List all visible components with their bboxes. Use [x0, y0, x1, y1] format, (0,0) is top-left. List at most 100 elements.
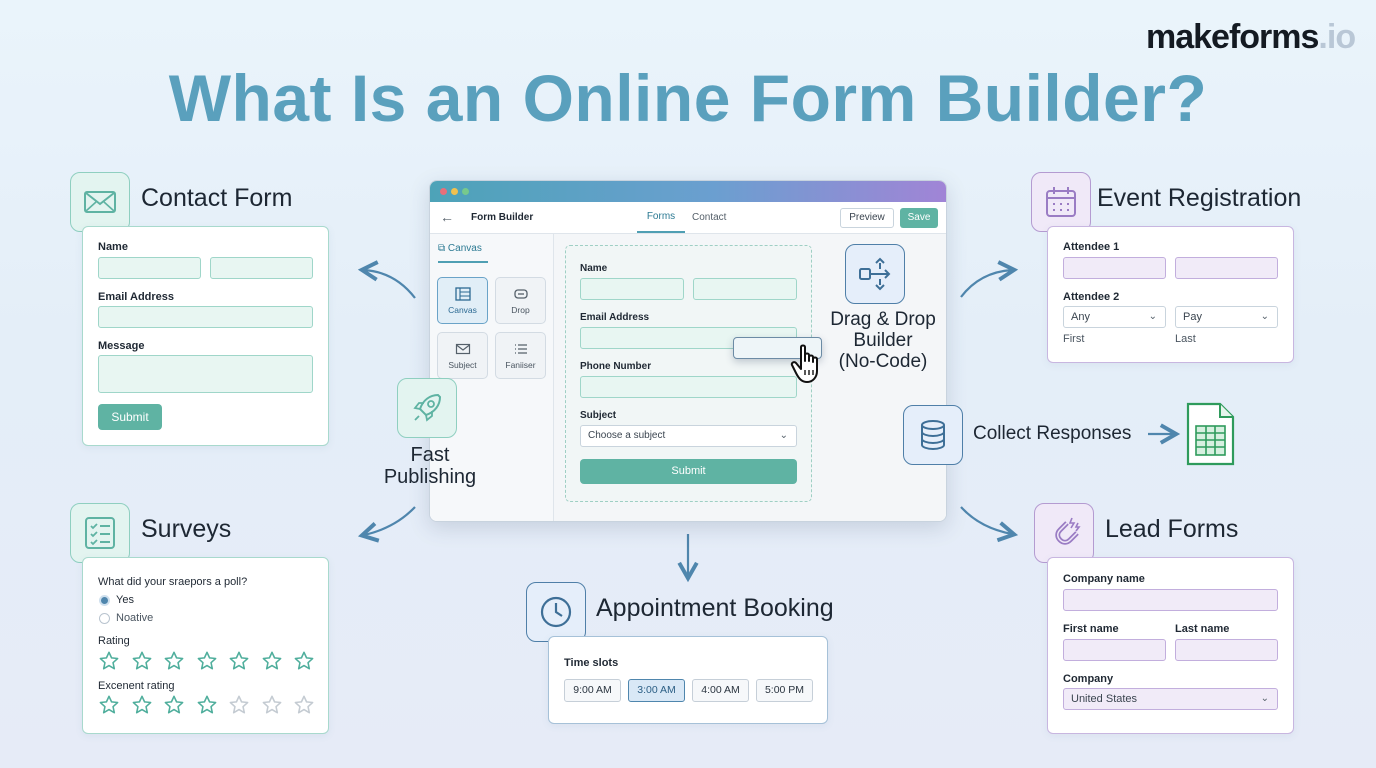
attendee2-first-select[interactable]: Any⌄ [1063, 306, 1166, 328]
canvas-first-name-field[interactable] [580, 278, 684, 300]
star-icon[interactable] [163, 650, 185, 672]
first-name-field[interactable] [98, 257, 201, 279]
company-name-label: Company name [1063, 573, 1145, 585]
attendee1-last-field[interactable] [1175, 257, 1278, 279]
tab-forms[interactable]: Forms [637, 202, 685, 233]
lead-last-name-field[interactable] [1175, 639, 1278, 661]
contact-form-heading: Contact Form [141, 184, 293, 212]
survey-question: What did your sraepors a poll? [98, 576, 248, 588]
star-icon[interactable] [228, 650, 250, 672]
page-title: What Is an Online Form Builder? [168, 61, 1208, 135]
canvas-tab[interactable]: ⧉ Canvas [438, 243, 482, 254]
drop-icon [513, 289, 528, 299]
first-name-label: First name [1063, 623, 1119, 635]
canvas-tab-underline [438, 261, 488, 263]
canvas-submit-button[interactable]: Submit [580, 459, 797, 484]
message-field[interactable] [98, 355, 313, 393]
canvas-phone-field[interactable] [580, 376, 797, 398]
list-icon [514, 344, 527, 354]
attendee1-first-field[interactable] [1063, 257, 1166, 279]
lead-first-name-field[interactable] [1063, 639, 1166, 661]
time-slots-label: Time slots [564, 657, 619, 669]
back-arrow-icon[interactable]: ← [440, 209, 454, 225]
magnet-icon [1034, 503, 1094, 563]
appointment-card: Time slots 9:00 AM 3:00 AM 4:00 AM 5:00 PM [548, 636, 828, 724]
star-icon[interactable] [293, 650, 315, 672]
dragged-field[interactable] [733, 337, 822, 359]
builder-header: ← Form Builder Forms Contact Preview Sav… [430, 202, 946, 234]
star-icon[interactable] [196, 650, 218, 672]
surveys-card: What did your sraepors a poll? Yes Noati… [82, 557, 329, 734]
save-button[interactable]: Save [900, 208, 938, 228]
attendee2-last-select[interactable]: Pay⌄ [1175, 306, 1278, 328]
hand-cursor-icon [790, 344, 818, 383]
star-icon[interactable] [131, 694, 153, 716]
rating-label: Rating [98, 635, 130, 647]
lead-forms-card: Company name First name Last name Compan… [1047, 557, 1294, 734]
star-icon[interactable] [131, 650, 153, 672]
layout-icon [454, 287, 471, 301]
tool-subject[interactable]: Subject [437, 332, 488, 379]
arrow-to-event [960, 260, 1019, 298]
contact-submit-button[interactable]: Submit [98, 404, 162, 430]
tab-contact[interactable]: Contact [692, 212, 727, 223]
radio-noative[interactable] [99, 613, 110, 624]
time-slot-button[interactable]: 3:00 AM [628, 679, 685, 702]
calendar-icon [1031, 172, 1091, 232]
rocket-icon [397, 378, 457, 438]
star-icon[interactable] [163, 694, 185, 716]
company-name-field[interactable] [1063, 589, 1278, 611]
country-select[interactable]: United States⌄ [1063, 688, 1278, 710]
window-titlebar [430, 181, 946, 202]
last-name-label: Last name [1175, 623, 1230, 635]
attendee1-label: Attendee 1 [1063, 241, 1120, 253]
event-registration-card: Attendee 1 Attendee 2 Any⌄ Pay⌄ First La… [1047, 226, 1294, 363]
tool-drop[interactable]: Drop [495, 277, 546, 324]
star-icon[interactable] [196, 694, 218, 716]
layers-icon: ⧉ [438, 243, 446, 254]
tool-canvas[interactable]: Canvas [437, 277, 488, 324]
tool-faniiser[interactable]: Faniiser [495, 332, 546, 379]
name-label: Name [98, 241, 128, 253]
minimize-dot[interactable] [451, 188, 458, 195]
arrow-to-surveys [357, 506, 416, 543]
arrow-to-lead [960, 506, 1019, 543]
envelope-small-icon [455, 343, 470, 355]
message-label: Message [98, 340, 145, 352]
database-icon [903, 405, 963, 465]
star-icon[interactable] [228, 694, 250, 716]
last-name-field[interactable] [210, 257, 313, 279]
spreadsheet-icon [1186, 402, 1235, 466]
contact-form-card: Name Email Address Message Submit [82, 226, 329, 446]
email-field[interactable] [98, 306, 313, 328]
last-caption: Last [1175, 333, 1196, 345]
canvas-email-label: Email Address [580, 312, 650, 323]
close-dot[interactable] [440, 188, 447, 195]
canvas-subject-label: Subject [580, 410, 617, 421]
option-yes-label: Yes [116, 594, 134, 606]
arrow-to-contact [357, 260, 416, 299]
excellent-rating-label: Excenent rating [98, 680, 175, 692]
preview-button[interactable]: Preview [840, 208, 894, 228]
builder-title: Form Builder [471, 212, 534, 223]
radio-yes[interactable] [99, 595, 110, 606]
maximize-dot[interactable] [462, 188, 469, 195]
star-icon[interactable] [261, 650, 283, 672]
canvas-subject-select[interactable]: Choose a subject⌄ [580, 425, 797, 447]
star-icon[interactable] [293, 694, 315, 716]
envelope-icon [70, 172, 130, 232]
lead-forms-heading: Lead Forms [1105, 515, 1239, 543]
event-registration-heading: Event Registration [1097, 184, 1302, 212]
chevron-down-icon: ⌄ [779, 430, 788, 441]
brand-logo: makeforms.io [1146, 18, 1356, 56]
time-slot-button[interactable]: 4:00 AM [692, 679, 749, 702]
time-slot-button[interactable]: 5:00 PM [756, 679, 813, 702]
time-slot-button[interactable]: 9:00 AM [564, 679, 621, 702]
star-icon[interactable] [261, 694, 283, 716]
canvas-last-name-field[interactable] [693, 278, 797, 300]
star-icon[interactable] [98, 650, 120, 672]
appointment-heading: Appointment Booking [596, 594, 834, 622]
clock-icon [526, 582, 586, 642]
star-icon[interactable] [98, 694, 120, 716]
